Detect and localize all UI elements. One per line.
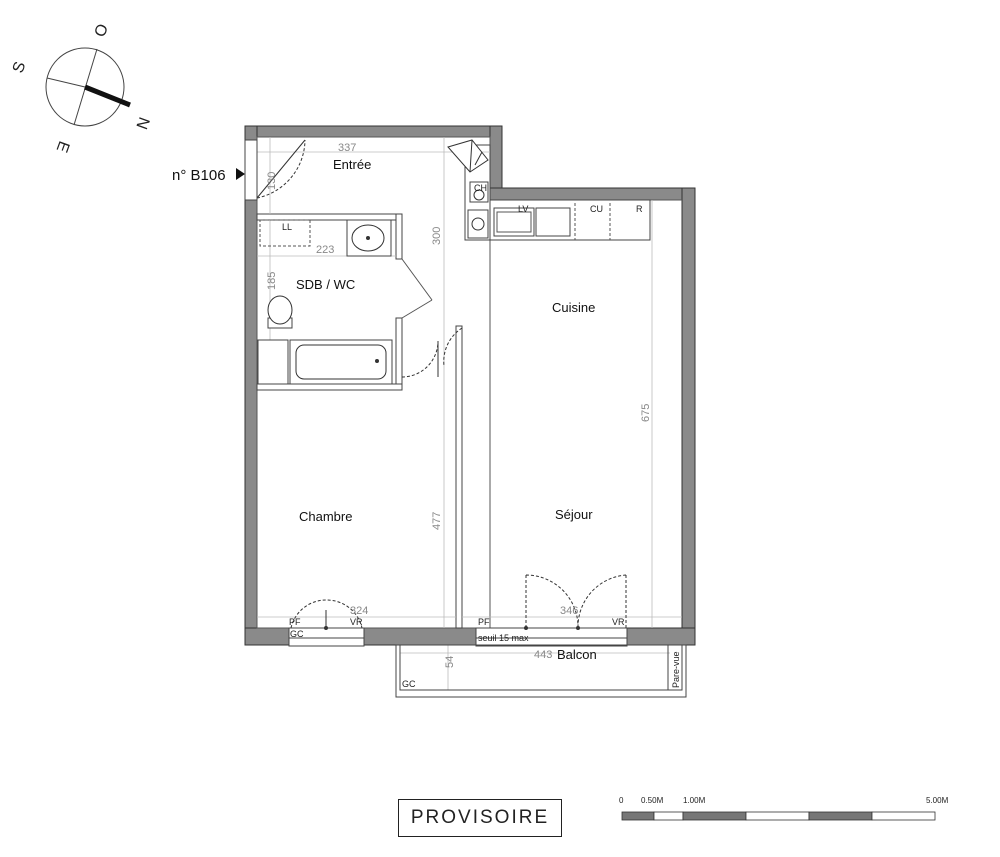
label-r: R	[636, 204, 643, 214]
dim-entree-width: 337	[338, 142, 356, 154]
label-gc-balcony: GC	[402, 679, 416, 689]
label-pare-vue: Pare-vue	[671, 651, 681, 688]
kitchen-hob-icon	[467, 209, 489, 239]
washbasin-icon	[346, 219, 392, 257]
dim-sdb-width: 223	[316, 244, 334, 256]
label-seuil: seuil 15 max	[478, 633, 529, 643]
label-cu: CU	[590, 204, 603, 214]
label-ll: LL	[282, 222, 292, 232]
label-ch: CH	[474, 183, 487, 193]
room-label-chambre: Chambre	[299, 509, 352, 524]
compass-south-label: S	[10, 60, 30, 76]
room-label-entree: Entrée	[333, 157, 371, 172]
compass-rose: O S N E	[10, 22, 152, 155]
dim-chambre-length: 477	[431, 512, 443, 530]
dim-sejour-width: 346	[560, 605, 578, 617]
towel-dryer	[257, 339, 289, 385]
dim-entree-depth: 130	[266, 172, 278, 190]
label-gc-bedroom: GC	[290, 629, 304, 639]
scale-bar	[621, 811, 936, 821]
label-pf-living: PF	[478, 617, 490, 627]
scale-label-500: 5.00M	[926, 796, 949, 805]
washing-machine-space	[259, 219, 311, 247]
room-label-balcon: Balcon	[557, 647, 597, 662]
compass-west-label: O	[92, 22, 112, 40]
toilet-icon	[267, 295, 293, 329]
bedroom-french-window	[288, 599, 365, 647]
north-needle	[84, 84, 131, 108]
scale-label-100: 1.00M	[683, 796, 706, 805]
bathtub-icon	[289, 339, 393, 385]
room-label-cuisine: Cuisine	[552, 300, 595, 315]
scale-label-0: 0	[619, 796, 624, 805]
balcony-outline	[395, 644, 687, 698]
kitchen-sink-icon	[493, 207, 571, 237]
dim-corridor-length: 300	[431, 227, 443, 245]
label-lv: LV	[518, 204, 528, 214]
label-vr-living: VR	[612, 617, 625, 627]
unit-number-label: n° B106	[172, 167, 226, 184]
entry-door	[244, 139, 306, 201]
dim-sejour-length: 675	[640, 404, 652, 422]
label-pf-bedroom: PF	[289, 617, 301, 627]
entry-arrow-icon	[236, 168, 245, 180]
utility-panel-icon	[447, 139, 489, 173]
exterior-walls	[244, 125, 696, 646]
bathroom-door-swing	[401, 340, 439, 378]
dim-balcon-depth: 54	[444, 656, 456, 668]
compass-east-label: E	[53, 139, 73, 155]
compass-north-label: N	[132, 115, 152, 132]
label-vr-bedroom: VR	[350, 617, 363, 627]
bedroom-door-swing	[443, 327, 463, 367]
provisoire-stamp: PROVISOIRE	[398, 799, 562, 837]
scale-label-050: 0.50M	[641, 796, 664, 805]
dim-balcon-width: 443	[534, 649, 552, 661]
dim-chambre-width: 324	[350, 605, 368, 617]
room-label-sejour: Séjour	[555, 507, 593, 522]
water-heater-icon	[469, 181, 489, 203]
dim-sdb-depth: 185	[266, 272, 278, 290]
room-label-sdb-wc: SDB / WC	[296, 277, 355, 292]
